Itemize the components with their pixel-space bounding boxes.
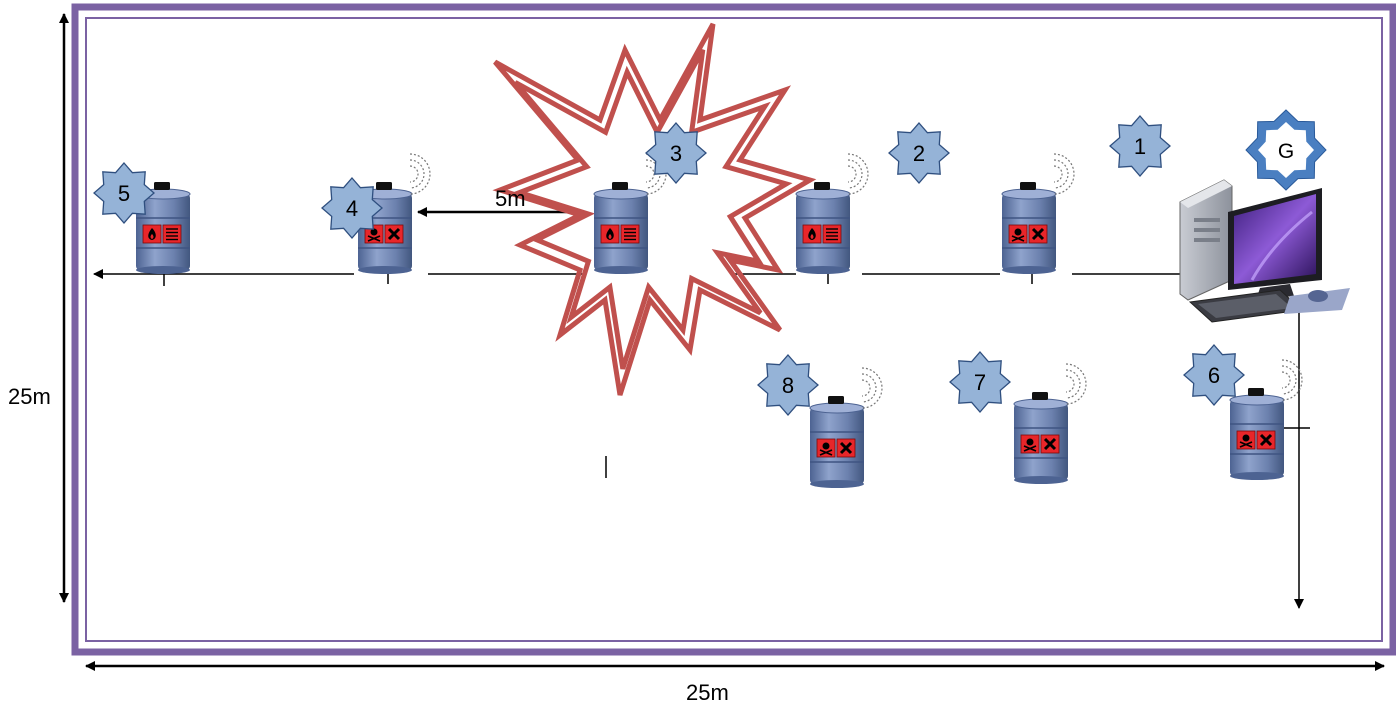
node-label: 2 — [913, 141, 925, 166]
node-label: 8 — [782, 373, 794, 398]
wireless-signal-icon — [1053, 153, 1075, 195]
sensor-device-icon — [1020, 182, 1036, 190]
flame-icon — [600, 224, 620, 244]
node-star-icon — [949, 351, 1011, 413]
harmful-icon — [1040, 434, 1060, 454]
width-label: 25m — [686, 680, 729, 705]
wireless-signal-icon — [409, 153, 431, 195]
node-marker-8: 8 — [757, 354, 819, 416]
computer-sink-icon — [1179, 179, 1350, 323]
routing-path-branch — [1284, 312, 1310, 609]
node-star-icon — [1183, 344, 1245, 406]
harmful-icon — [836, 438, 856, 458]
corrosive-icon — [162, 224, 182, 244]
flame-icon — [142, 224, 162, 244]
harmful-icon — [1256, 430, 1276, 450]
gateway-star-icon: G — [1245, 109, 1327, 191]
barrel-node-1 — [1001, 153, 1075, 274]
node-star-icon — [645, 122, 707, 184]
sensor-device-icon — [1248, 388, 1264, 396]
toxic-icon — [1008, 224, 1028, 244]
corrosive-icon — [620, 224, 640, 244]
sensor-device-icon — [814, 182, 830, 190]
node-star-icon — [757, 354, 819, 416]
toxic-icon — [816, 438, 836, 458]
harmful-icon — [1028, 224, 1048, 244]
node-label: 1 — [1134, 134, 1146, 159]
sensor-device-icon — [1032, 392, 1048, 400]
node-marker-5: 5 — [93, 162, 155, 224]
barrel-node-8 — [809, 367, 883, 488]
node-label: 3 — [670, 141, 682, 166]
node-label: 5 — [118, 181, 130, 206]
sensor-device-icon — [376, 182, 392, 190]
explosion-icon — [492, 22, 817, 396]
node-marker-2: 2 — [888, 122, 950, 184]
height-label: 25m — [8, 384, 51, 409]
barrel-node-3 — [593, 153, 667, 274]
toxic-icon — [1236, 430, 1256, 450]
wireless-signal-icon — [861, 367, 883, 409]
node-star-icon — [888, 122, 950, 184]
node-marker-1: 1 — [1109, 115, 1171, 177]
barrel-node-2 — [795, 153, 869, 274]
flame-icon — [802, 224, 822, 244]
node-marker-6: 6 — [1183, 344, 1245, 406]
harmful-icon — [384, 224, 404, 244]
node-label: 6 — [1208, 363, 1220, 388]
spacing-label: 5m — [495, 186, 526, 211]
wireless-signal-icon — [847, 153, 869, 195]
barrel-node-7 — [1013, 363, 1087, 484]
wireless-signal-icon — [1065, 363, 1087, 405]
node-star-icon — [321, 177, 383, 239]
node-label: 7 — [974, 370, 986, 395]
node-marker-4: 4 — [321, 177, 383, 239]
node-star-icon — [93, 162, 155, 224]
room-boundary — [71, 3, 1396, 656]
node-label: 4 — [346, 196, 358, 221]
corrosive-icon — [822, 224, 842, 244]
sensor-device-icon — [154, 182, 170, 190]
toxic-icon — [1020, 434, 1040, 454]
barrel-node-6 — [1229, 359, 1303, 480]
sensor-device-icon — [828, 396, 844, 404]
barrel-node-5 — [135, 182, 191, 274]
sensor-device-icon — [612, 182, 628, 190]
node-star-icon — [1109, 115, 1171, 177]
node-marker-3: 3 — [645, 122, 707, 184]
gateway-label: G — [1278, 140, 1294, 163]
wireless-signal-icon — [1281, 359, 1303, 401]
node-marker-7: 7 — [949, 351, 1011, 413]
